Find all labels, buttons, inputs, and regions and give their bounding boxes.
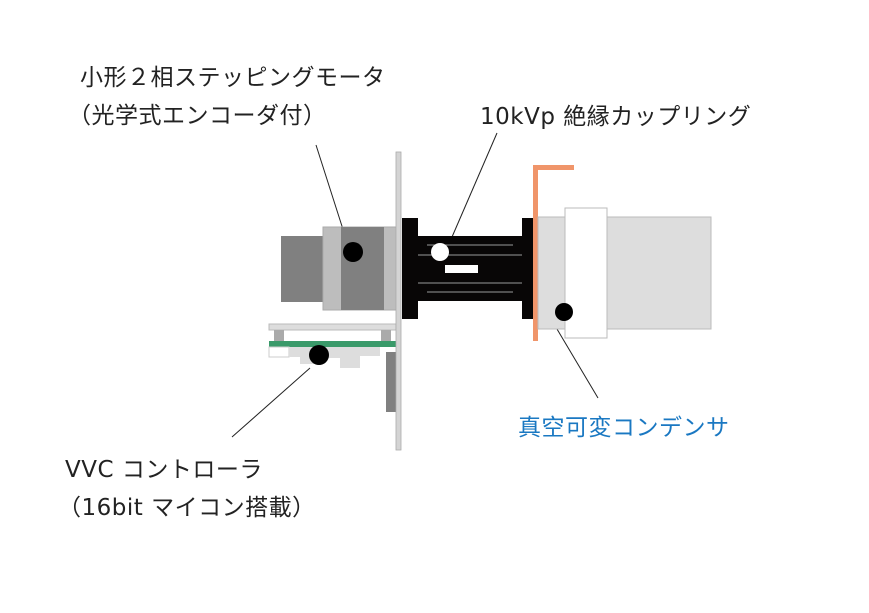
motor-label: 小形２相ステッピングモータ: [80, 65, 386, 91]
insulated-coupling: [402, 218, 533, 319]
motor-sublabel: （光学式エンコーダ付）: [68, 103, 327, 129]
leader-capacitor: [553, 323, 599, 399]
capacitor-label: 真空可変コンデンサ: [518, 415, 730, 441]
leader-coupling: [451, 132, 498, 238]
coupling-label: 10kVp 絶縁カップリング: [480, 104, 752, 130]
vacuum-variable-capacitor: [537, 207, 712, 339]
controller-sublabel: （16bit マイコン搭載）: [58, 495, 316, 521]
marker-coupling: [431, 243, 449, 261]
marker-controller: [309, 345, 329, 365]
controller-board: [268, 323, 397, 412]
mounting-panel: [395, 151, 402, 451]
stepping-motor: [281, 226, 398, 311]
marker-motor: [343, 242, 363, 262]
controller-label: VVC コントローラ: [65, 457, 263, 483]
bracket: [533, 165, 574, 341]
leader-controller: [231, 367, 311, 438]
marker-capacitor: [555, 303, 573, 321]
